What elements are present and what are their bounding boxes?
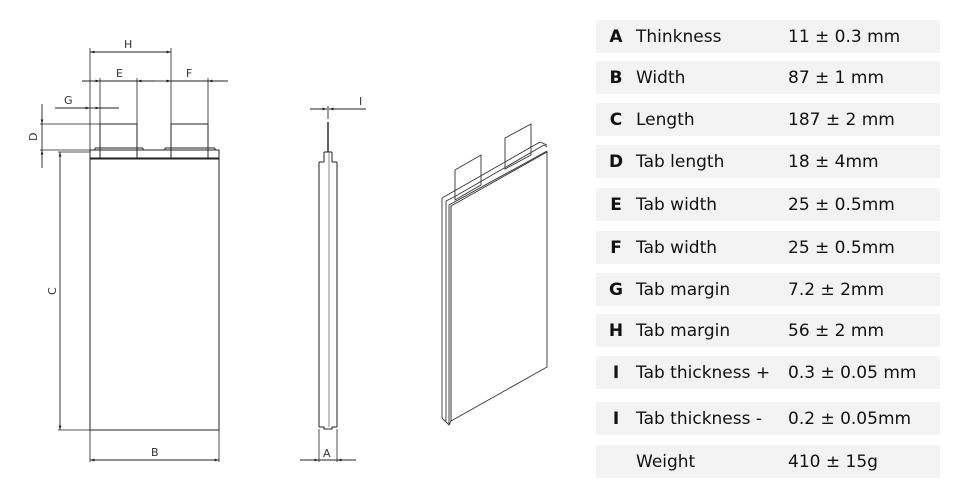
spec-value: 410 ± 15g bbox=[788, 451, 878, 472]
spec-row: H Tab margin 56 ± 2 mm bbox=[596, 314, 940, 347]
spec-name: Weight bbox=[636, 451, 696, 472]
spec-name: Tab thickness - bbox=[636, 408, 763, 429]
side-view bbox=[300, 106, 366, 462]
spec-value: 25 ± 0.5mm bbox=[788, 194, 895, 215]
spec-name: Tab length bbox=[636, 151, 725, 172]
iso-view bbox=[441, 123, 548, 426]
iso-tab-left bbox=[454, 154, 482, 201]
spec-value: 18 ± 4mm bbox=[788, 151, 879, 172]
left-tab bbox=[99, 123, 138, 159]
spec-row: G Tab margin 7.2 ± 2mm bbox=[596, 273, 940, 306]
spec-name: Tab thickness + bbox=[636, 362, 771, 383]
label-e: E bbox=[116, 67, 123, 80]
label-g: G bbox=[64, 94, 73, 107]
spec-key: I bbox=[612, 362, 620, 383]
spec-name: Tab width bbox=[636, 194, 718, 215]
label-i: I bbox=[359, 95, 362, 108]
label-a: A bbox=[323, 447, 331, 460]
spec-name: Width bbox=[636, 67, 686, 88]
spec-row: B Width 87 ± 1 mm bbox=[596, 61, 940, 94]
spec-row: D Tab length 18 ± 4mm bbox=[596, 145, 940, 178]
label-d: D bbox=[27, 133, 40, 141]
spec-name: Tab width bbox=[636, 237, 718, 258]
front-view-labels: H E F G D C B bbox=[27, 38, 192, 459]
spec-name: Thinkness bbox=[636, 26, 722, 47]
spec-key: C bbox=[609, 109, 623, 130]
spec-name: Length bbox=[636, 109, 695, 130]
spec-name: Tab margin bbox=[636, 279, 731, 300]
spec-row: E Tab width 25 ± 0.5mm bbox=[596, 188, 940, 221]
spec-value: 25 ± 0.5mm bbox=[788, 237, 895, 258]
spec-row: I Tab thickness + 0.3 ± 0.05 mm bbox=[596, 356, 940, 389]
battery-cell-drawing: H E F G D C B I A bbox=[27, 38, 548, 462]
label-f: F bbox=[186, 67, 192, 80]
label-b: B bbox=[151, 446, 159, 459]
spec-row: C Length 187 ± 2 mm bbox=[596, 103, 940, 136]
spec-value: 187 ± 2 mm bbox=[788, 109, 895, 130]
spec-value: 11 ± 0.3 mm bbox=[788, 26, 901, 47]
spec-value: 7.2 ± 2mm bbox=[788, 279, 885, 300]
spec-key: B bbox=[609, 67, 623, 88]
iso-tab-right bbox=[504, 123, 532, 170]
cell-body bbox=[89, 157, 220, 431]
spec-key: E bbox=[610, 194, 622, 215]
spec-row: A Thinkness 11 ± 0.3 mm bbox=[596, 20, 940, 53]
front-view bbox=[40, 48, 228, 462]
right-tab bbox=[170, 123, 209, 159]
spec-value: 0.3 ± 0.05 mm bbox=[788, 362, 917, 383]
spec-row: Weight 410 ± 15g bbox=[596, 445, 940, 478]
label-c: C bbox=[46, 287, 59, 295]
spec-key: G bbox=[609, 279, 623, 300]
spec-key: F bbox=[610, 237, 622, 258]
spec-key: A bbox=[609, 26, 623, 47]
spec-key: H bbox=[608, 320, 624, 341]
spec-value: 87 ± 1 mm bbox=[788, 67, 885, 88]
spec-row: I Tab thickness - 0.2 ± 0.05mm bbox=[596, 402, 940, 435]
spec-key: I bbox=[612, 408, 620, 429]
label-h: H bbox=[124, 38, 132, 51]
spec-value: 0.2 ± 0.05mm bbox=[788, 408, 912, 429]
spec-name: Tab margin bbox=[636, 320, 731, 341]
spec-key: D bbox=[608, 151, 624, 172]
side-view-labels: I A bbox=[323, 95, 362, 460]
spec-row: F Tab width 25 ± 0.5mm bbox=[596, 231, 940, 264]
spec-value: 56 ± 2 mm bbox=[788, 320, 885, 341]
